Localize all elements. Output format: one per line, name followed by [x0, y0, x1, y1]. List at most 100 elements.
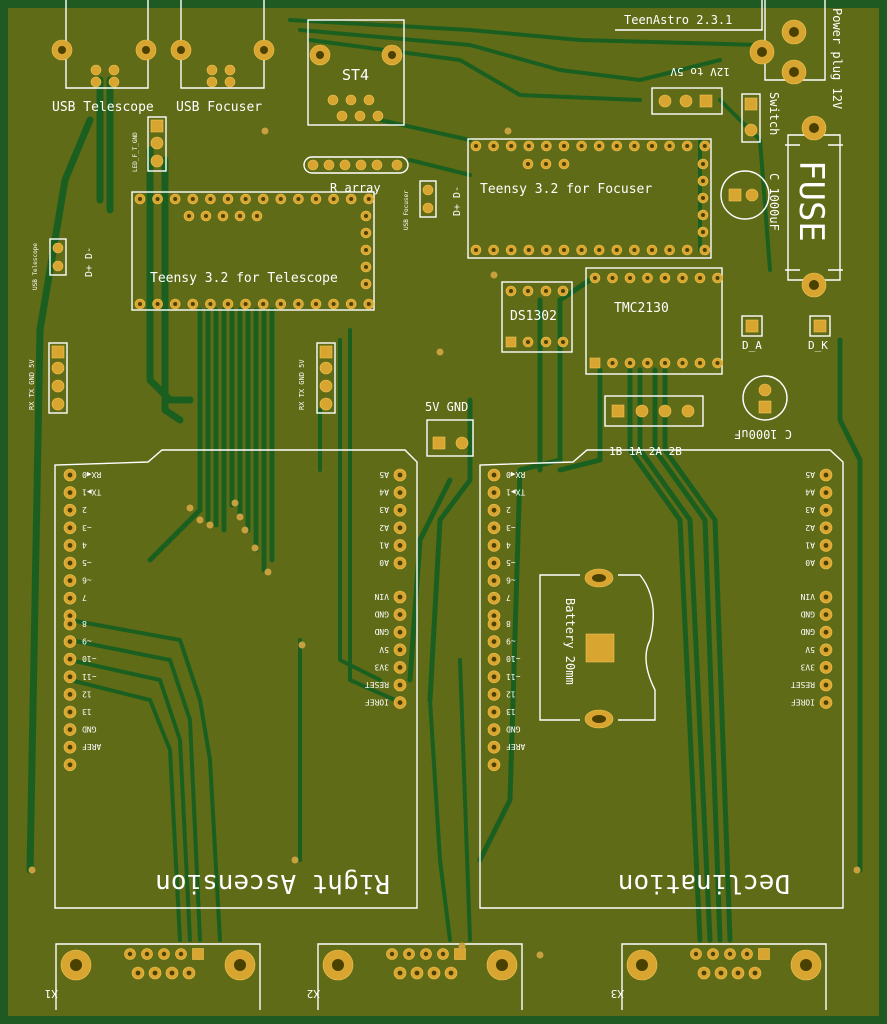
- pin-label: RX◀0: [82, 470, 101, 479]
- pad-hole: [579, 248, 584, 252]
- pin-label: A1: [805, 540, 815, 549]
- pad-hole: [431, 970, 437, 976]
- pad-hole: [593, 276, 597, 280]
- pad-hole: [397, 647, 403, 653]
- power-5v-connector: [426, 419, 474, 457]
- pad-hole: [397, 682, 403, 688]
- pad-hole: [526, 289, 530, 293]
- pad-hole: [440, 951, 446, 957]
- pad-hole: [67, 472, 73, 478]
- pad-hole: [67, 639, 73, 644]
- pad-hole: [491, 692, 497, 697]
- pad-hole: [135, 970, 141, 976]
- pin-label: ~11: [82, 672, 97, 681]
- pad-hole: [397, 525, 403, 531]
- pad-hole: [701, 179, 705, 183]
- pad-hole: [397, 507, 403, 513]
- label-motor-pins: 1B 1A 2A 2B: [609, 445, 682, 458]
- ds1302: [501, 281, 573, 353]
- via: [186, 504, 194, 512]
- pin-label: 5V: [379, 645, 389, 654]
- pin-label: IOREF: [791, 698, 815, 707]
- via: [291, 856, 299, 864]
- label-d-plus-minus-left: D+ D-: [84, 247, 95, 277]
- pad-hole: [349, 197, 354, 201]
- pad-hole: [314, 197, 318, 201]
- pad-hole: [614, 144, 619, 148]
- pad-hole: [397, 700, 403, 705]
- pad-hole: [414, 970, 420, 976]
- label-fuse: FUSE: [791, 160, 831, 242]
- pad-hole: [628, 276, 632, 280]
- pad-hole: [496, 959, 508, 971]
- pad-hole: [710, 951, 716, 957]
- pad-hole: [221, 214, 225, 218]
- via: [28, 866, 36, 874]
- pad-hole: [744, 951, 750, 957]
- pin-label: GND: [800, 627, 815, 636]
- pad-hole: [406, 951, 412, 957]
- pin-label: 8: [506, 619, 511, 628]
- pad-hole: [67, 621, 73, 627]
- pad-hole: [491, 144, 496, 148]
- pin-label: 3V3: [374, 662, 389, 671]
- pin-label: IOREF: [365, 698, 389, 707]
- pin-label: AREF: [82, 742, 101, 751]
- pad-hole: [544, 289, 548, 293]
- pad-hole: [667, 144, 672, 148]
- pin-label: ~3: [506, 523, 516, 532]
- pad-hole: [491, 595, 497, 601]
- pad-hole: [332, 959, 344, 971]
- pad-hole: [823, 507, 829, 513]
- pad-hole: [364, 265, 368, 269]
- pad-hole: [67, 543, 73, 548]
- pin-label: VIN: [800, 592, 815, 601]
- pad-hole: [397, 665, 403, 670]
- regulator-12v-5v: [651, 87, 723, 115]
- teensy-focuser: [467, 138, 712, 259]
- pin-pad-square: [505, 336, 517, 348]
- switch: [741, 93, 761, 143]
- pad-hole: [718, 970, 724, 976]
- pad-hole: [823, 629, 829, 635]
- pad-hole: [823, 612, 829, 617]
- label-d-a: D_A: [742, 339, 762, 352]
- serial-header-left: [48, 342, 68, 414]
- pad-hole: [144, 951, 150, 957]
- pad-hole: [526, 162, 530, 166]
- pin-label: VIN: [374, 592, 389, 601]
- pad-hole: [823, 700, 829, 705]
- pad-hole: [715, 361, 720, 365]
- via: [436, 348, 444, 356]
- via: [536, 951, 544, 959]
- pad-hole: [715, 276, 720, 280]
- label-x1: X1: [45, 987, 58, 1000]
- label-ds1302: DS1302: [510, 309, 557, 324]
- pad-hole: [349, 302, 354, 306]
- pad-hole: [562, 248, 566, 252]
- pad-hole: [67, 560, 73, 566]
- pin-label: ~9: [506, 637, 516, 646]
- pad-hole: [735, 970, 741, 976]
- pad-hole: [680, 276, 685, 280]
- pin-label: A1: [379, 540, 389, 549]
- pad-hole: [208, 302, 213, 306]
- pad-hole: [448, 970, 454, 976]
- pad-hole: [823, 647, 829, 653]
- pad-hole: [663, 276, 667, 280]
- pad-hole: [685, 144, 690, 148]
- st4-connector: [307, 19, 405, 126]
- serial-header-right: [316, 342, 336, 414]
- pad-hole: [698, 276, 702, 280]
- pad-hole: [667, 248, 672, 252]
- pin-label: 2: [82, 505, 87, 514]
- pin-pad-square: [454, 948, 466, 960]
- pad-hole: [67, 744, 73, 750]
- fuse: [785, 115, 843, 298]
- shield-right-ascension: [54, 449, 418, 909]
- pad-hole: [190, 197, 195, 201]
- pad-hole: [823, 682, 829, 688]
- pad-hole: [752, 970, 758, 976]
- pad-hole: [701, 162, 705, 166]
